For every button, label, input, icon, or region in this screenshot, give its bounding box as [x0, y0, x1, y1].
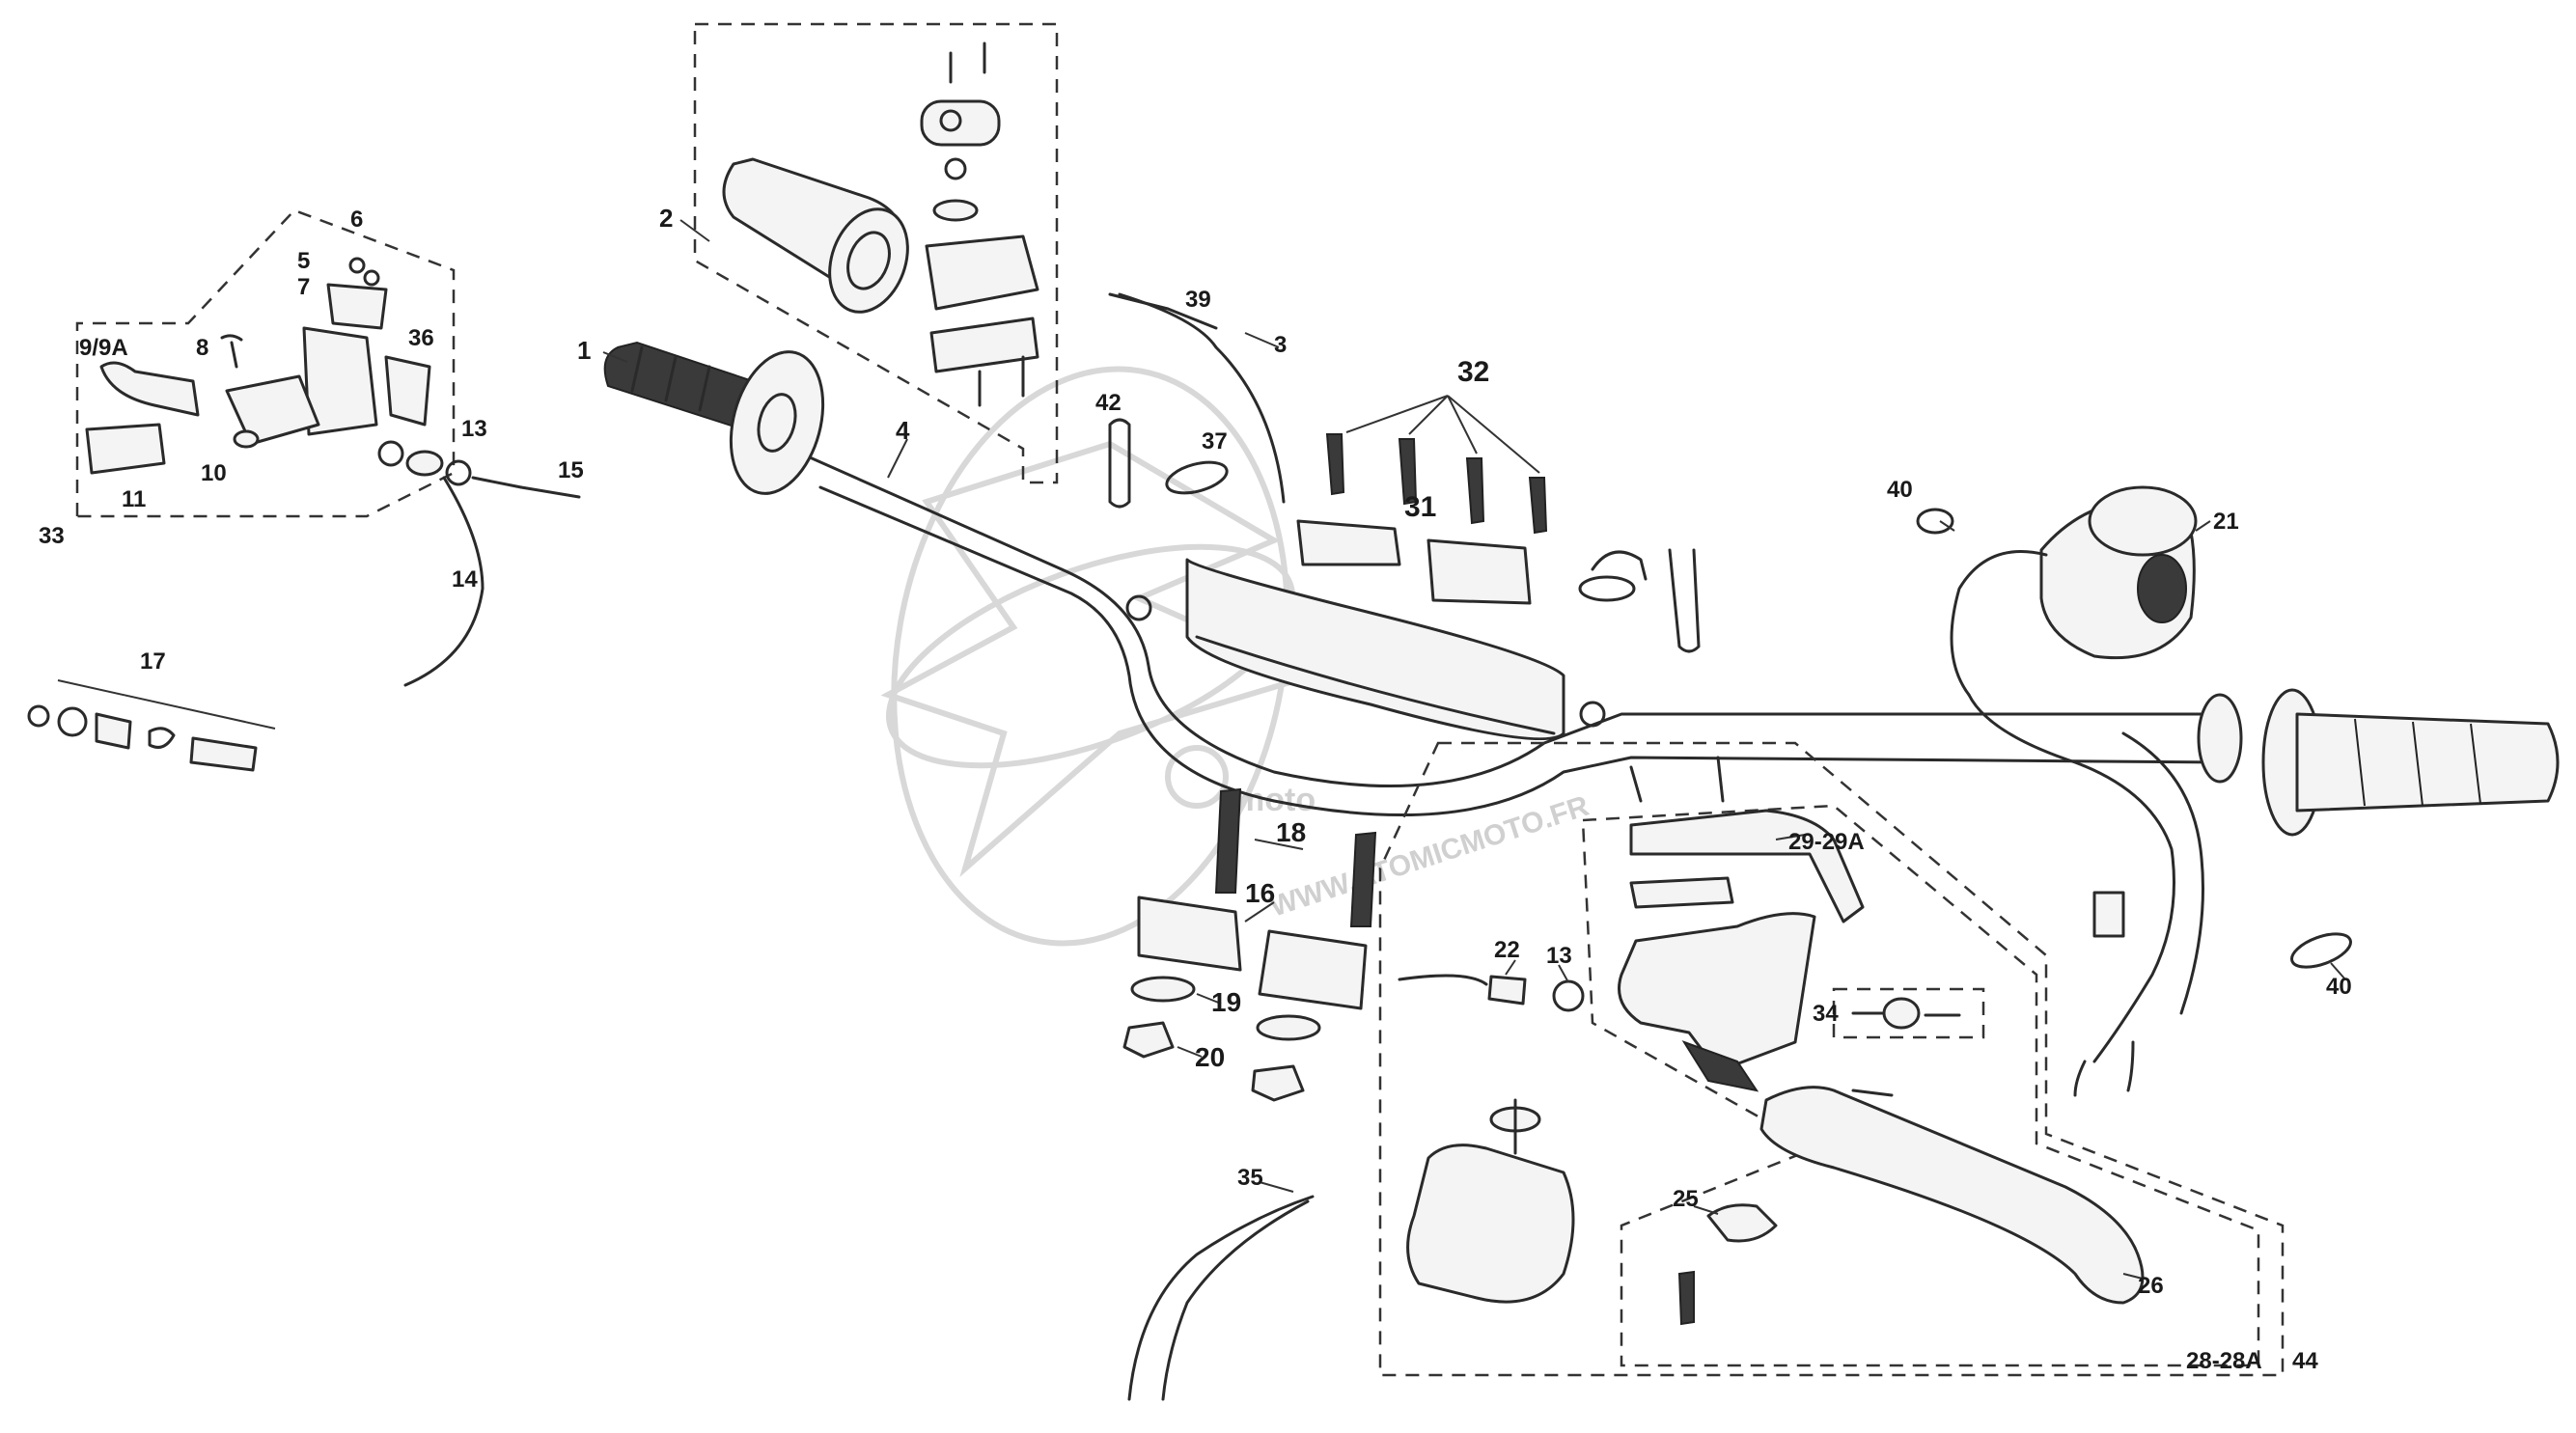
brake-master-caliper [1406, 1098, 1575, 1304]
callout-1: 1 [577, 336, 591, 365]
callout-4: 4 [896, 416, 910, 445]
callout-8: 8 [196, 335, 208, 361]
clamp-40-right [2290, 932, 2352, 969]
left-grip [603, 341, 825, 495]
callout-16: 16 [1245, 878, 1275, 908]
callout-9-9a: 9/9A [79, 335, 128, 361]
callout-40-top: 40 [1887, 477, 1913, 503]
throttle-cable-39 [1108, 292, 1218, 330]
clutch-hose [377, 440, 581, 687]
callout-44: 44 [2292, 1348, 2318, 1374]
callout-10: 10 [201, 460, 227, 486]
right-clamp [1578, 548, 1701, 653]
callout-13-left: 13 [461, 416, 487, 442]
watermark-logo [880, 366, 1321, 947]
callout-28-28a: 28-28A [2186, 1348, 2262, 1374]
clutch-group-outline [75, 208, 456, 518]
clutch-master [85, 257, 431, 475]
callout-40-bottom: 40 [2326, 974, 2352, 1000]
top-clamp-bolts [1325, 433, 1548, 535]
callout-32: 32 [1457, 356, 1489, 388]
throttle-tube [722, 157, 909, 314]
callout-29-29a: 29-29A [1788, 829, 1865, 855]
callout-39: 39 [1185, 287, 1211, 313]
throttle-cable [1118, 292, 1286, 504]
callout-19: 19 [1211, 987, 1241, 1017]
callout-18: 18 [1276, 817, 1306, 847]
callout-37: 37 [1202, 428, 1228, 455]
callout-6: 6 [350, 207, 363, 233]
callout-17: 17 [140, 648, 166, 675]
callout-15: 15 [558, 457, 584, 483]
callout-11: 11 [122, 486, 146, 512]
right-grip [2261, 688, 2560, 837]
leader-lines [602, 219, 2346, 1280]
callout-36: 36 [408, 325, 434, 351]
callout-labels: 1 2 3 4 5 6 7 8 9/9A 10 11 13 13 14 15 1… [39, 204, 2352, 1374]
brake-lever-26 [1759, 1086, 2145, 1305]
callout-31: 31 [1404, 491, 1436, 523]
throttle-housing [920, 41, 1039, 407]
callout-22: 22 [1494, 937, 1520, 963]
callout-25: 25 [1673, 1186, 1699, 1212]
callout-34: 34 [1813, 1001, 1839, 1027]
clamp-37 [1165, 460, 1229, 495]
brake-group-outline [1378, 741, 2285, 1377]
pivot-bolt-34 [1851, 997, 1961, 1030]
top-clamps [1296, 519, 1532, 605]
handlebar [799, 452, 2243, 816]
callout-14: 14 [452, 566, 478, 592]
callout-5: 5 [297, 248, 310, 274]
callout-35: 35 [1237, 1165, 1263, 1191]
lower-clamps [1122, 787, 1377, 1102]
callout-21: 21 [2213, 509, 2239, 535]
kill-switch [1950, 485, 2204, 1097]
pivot-bolt-box [1832, 987, 1985, 1039]
bracket-25 [1677, 1203, 1778, 1326]
reservoir-parts [27, 679, 276, 772]
callout-3: 3 [1274, 332, 1287, 358]
brake-master [1398, 756, 1865, 1092]
brake-cable-35b [1161, 1199, 1310, 1401]
callout-7: 7 [297, 274, 310, 300]
callout-13-right: 13 [1546, 943, 1572, 969]
callout-33: 33 [39, 523, 65, 549]
brake-lever-subgroup [1581, 804, 2260, 1367]
callout-26: 26 [2138, 1273, 2164, 1299]
callout-2: 2 [659, 204, 673, 233]
callout-42: 42 [1095, 390, 1122, 416]
brake-cable-35 [1127, 1195, 1315, 1401]
cable-guide-42 [1108, 418, 1131, 509]
callout-20: 20 [1195, 1042, 1225, 1072]
clamp-40-top [1916, 508, 1954, 535]
